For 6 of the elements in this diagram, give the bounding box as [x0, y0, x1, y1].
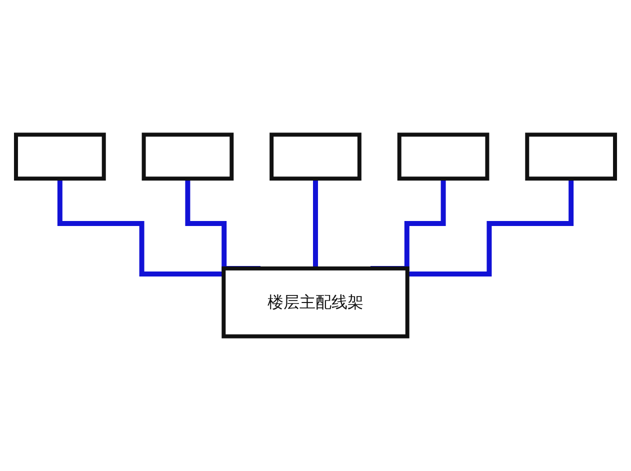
node-box — [397, 132, 490, 181]
node-box — [525, 132, 618, 181]
node-box: 楼层主配线架 — [222, 266, 410, 338]
node-box — [270, 132, 362, 181]
node-box — [142, 132, 234, 181]
node-box — [14, 132, 106, 181]
